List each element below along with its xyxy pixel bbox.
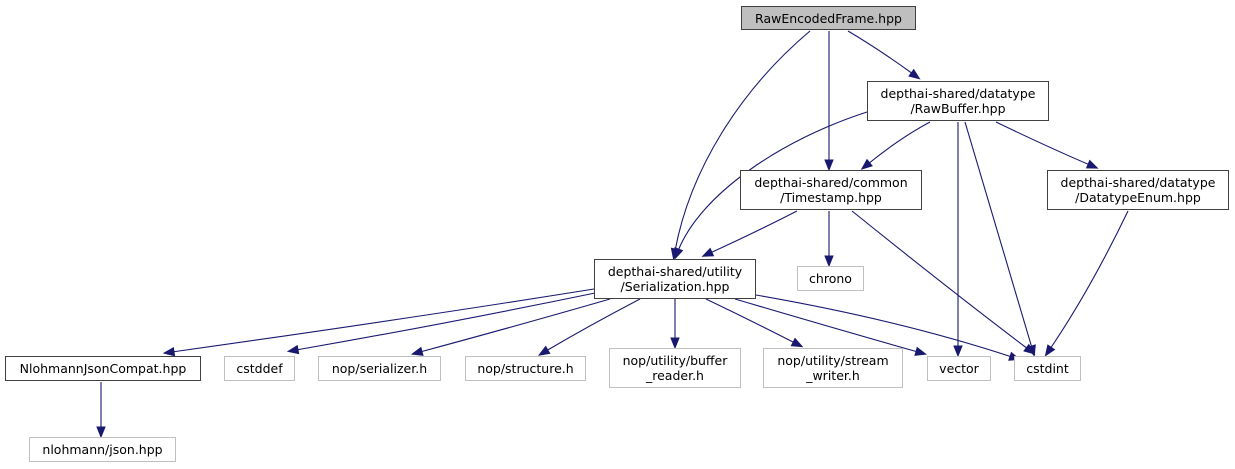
node-cstddef[interactable]: cstddef [224,356,295,381]
edge-line [867,121,931,165]
edge-serialization-to-stream_writer [705,298,804,348]
edge-timestamp-to-serialization [701,210,798,257]
edge-rawbuffer-to-timestamp [860,121,931,170]
node-json[interactable]: nlohmann/json.hpp [29,437,176,462]
edge-line [705,298,796,344]
arrowhead-icon [1044,344,1056,357]
edge-line [419,298,611,353]
edge-line [674,30,811,252]
edge-line [851,210,1029,350]
edge-line [755,294,1013,358]
edge-root-to-timestamp [824,31,834,172]
node-serialization[interactable]: depthai-shared/utility /Serialization.hp… [594,259,756,299]
edge-nlohmannjsoncompat-to-json [96,381,106,439]
edge-line [847,30,914,75]
edge-serialization-to-vector [734,298,927,356]
edge-datatypeenum-to-cstdint [1044,210,1129,357]
arrowhead-icon [670,337,680,350]
edge-line [545,298,641,352]
node-root[interactable]: RawEncodedFrame.hpp [741,6,916,30]
node-datatypeenum[interactable]: depthai-shared/datatype /DatatypeEnum.hp… [1047,170,1229,210]
edge-line [1049,210,1129,350]
arrowhead-icon [410,346,424,356]
node-serializer[interactable]: nop/serializer.h [318,356,441,381]
arrowhead-icon [674,246,684,260]
edge-rawbuffer-to-cstdint [964,121,1036,357]
node-chrono[interactable]: chrono [797,266,864,291]
arrowhead-icon [914,346,927,356]
edge-line [995,121,1091,166]
edge-line [171,288,595,353]
arrowhead-icon [96,426,106,439]
node-timestamp[interactable]: depthai-shared/common /Timestamp.hpp [740,170,922,210]
edge-rawbuffer-to-datatypeenum [995,121,1099,169]
arrowhead-icon [286,344,300,355]
edge-serialization-to-buffer_reader [670,298,680,350]
edge-serialization-to-serializer [410,298,611,356]
edge-root-to-rawbuffer [847,30,921,80]
node-nlohmannjsoncompat[interactable]: NlohmannJsonCompat.hpp [5,356,201,381]
arrowhead-icon [1023,343,1036,355]
edge-serialization-to-nlohmannjsoncompat [162,288,595,357]
edge-line [964,121,1033,349]
arrowhead-icon [860,158,873,170]
node-vector[interactable]: vector [927,356,991,381]
edge-serialization-to-cstddef [286,291,601,355]
edge-serialization-to-structure [537,298,641,356]
arrowhead-icon [824,159,834,172]
arrowhead-icon [908,68,921,80]
edge-line [709,210,798,254]
arrowhead-icon [953,345,963,358]
edge-line [295,291,601,351]
node-cstdint[interactable]: cstdint [1014,356,1081,381]
node-buffer-reader[interactable]: nop/utility/buffer _reader.h [609,348,741,388]
node-structure[interactable]: nop/structure.h [465,356,586,381]
arrowhead-icon [790,337,804,348]
node-stream-writer[interactable]: nop/utility/stream _writer.h [763,348,903,388]
arrowhead-icon [701,247,715,257]
edge-rawbuffer-to-vector [953,121,963,358]
arrowhead-icon [1085,159,1099,169]
arrowhead-icon [824,255,834,268]
edge-timestamp-to-chrono [824,211,834,268]
arrowhead-icon [162,346,176,357]
arrowhead-icon [537,345,551,356]
edge-line [734,298,919,353]
node-rawbuffer[interactable]: depthai-shared/datatype /RawBuffer.hpp [867,81,1049,121]
edge-timestamp-to-cstdint [851,210,1036,355]
